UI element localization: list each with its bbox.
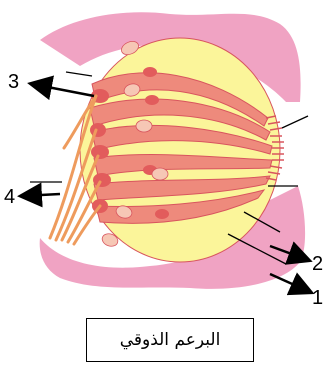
- nucleus: [136, 120, 152, 132]
- nucleus: [145, 95, 159, 105]
- caption-text: البرعم الذوقي: [120, 330, 221, 350]
- nucleus: [90, 123, 106, 137]
- nucleus: [93, 173, 111, 187]
- arrow-3: [32, 84, 94, 96]
- nucleus: [152, 168, 168, 180]
- arrow-4: [22, 194, 60, 196]
- taste-bud-body: [80, 38, 280, 262]
- label-2: 2: [312, 253, 323, 275]
- caption-box: البرعم الذوقي: [86, 318, 254, 362]
- label-1: 1: [312, 287, 323, 309]
- nucleus: [155, 209, 169, 219]
- label-4: 4: [4, 186, 15, 208]
- nucleus: [143, 67, 157, 77]
- label-3: 3: [8, 71, 19, 93]
- arrow-1: [270, 274, 310, 292]
- nucleus: [91, 145, 109, 159]
